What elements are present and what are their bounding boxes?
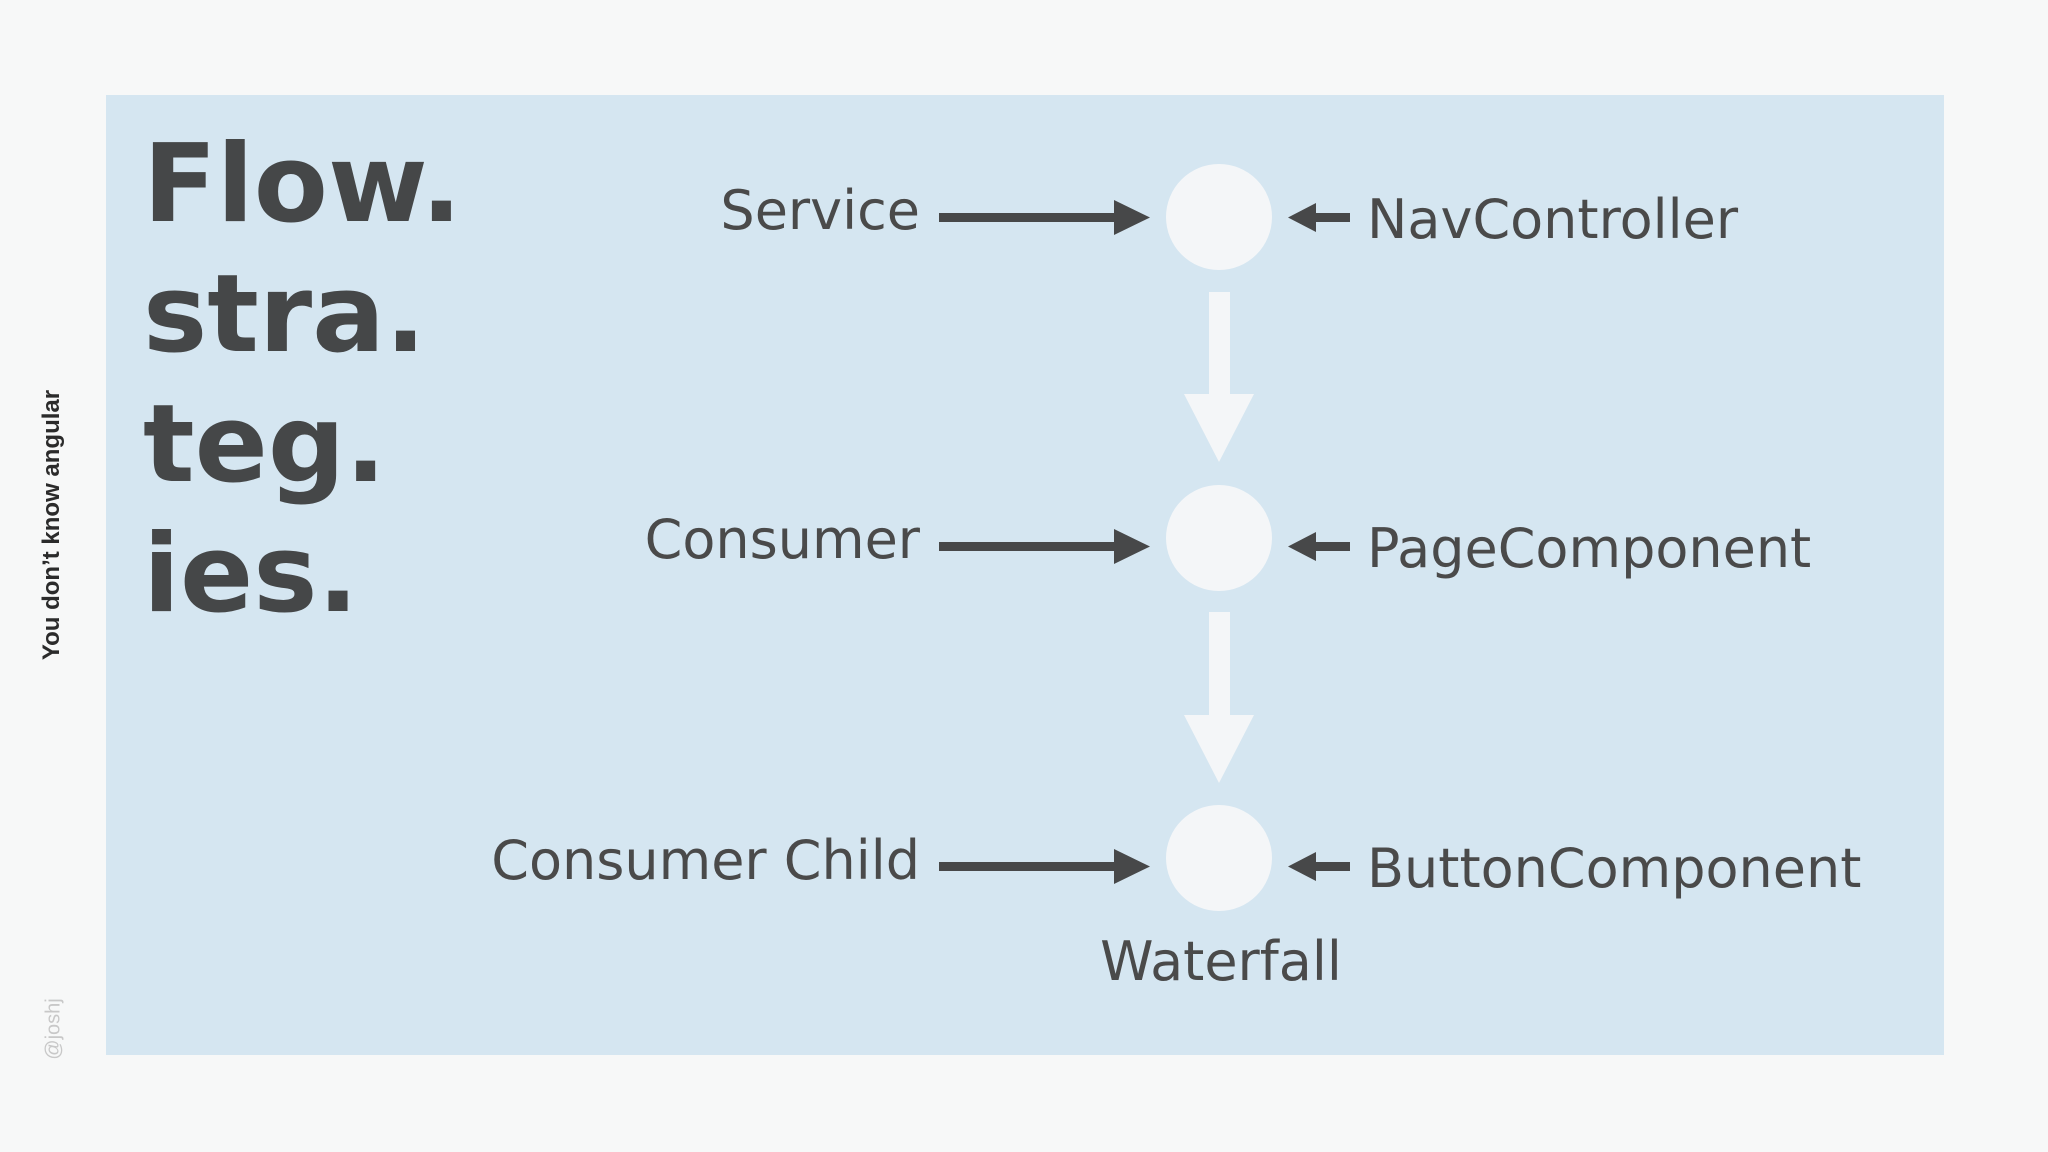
left-arrow (1288, 203, 1350, 232)
target-label-buttoncomponent: ButtonComponent (1367, 837, 1861, 900)
flow-node (1166, 485, 1272, 591)
headline-line: Flow. (143, 122, 462, 247)
source-label-consumer: Consumer (645, 508, 921, 571)
flow-node (1166, 164, 1272, 270)
right-arrow (939, 529, 1150, 564)
target-label-navcontroller: NavController (1367, 188, 1739, 251)
diagram-caption: Waterfall (1100, 930, 1342, 993)
headline-line: ies. (143, 512, 359, 637)
source-label-consumer-child: Consumer Child (491, 829, 920, 892)
right-arrow (939, 849, 1150, 884)
source-label-service: Service (720, 179, 920, 242)
headline-line: stra. (143, 252, 427, 377)
right-arrow (939, 200, 1150, 235)
down-arrow (1184, 292, 1254, 462)
target-label-pagecomponent: PageComponent (1367, 517, 1811, 580)
slide-headline: Flow. stra. teg. ies. (143, 120, 473, 640)
left-arrow (1288, 532, 1350, 561)
left-arrow (1288, 852, 1350, 881)
slide-panel (106, 95, 1944, 1055)
flow-node (1166, 805, 1272, 911)
headline-line: teg. (143, 382, 387, 507)
down-arrow (1184, 612, 1254, 783)
